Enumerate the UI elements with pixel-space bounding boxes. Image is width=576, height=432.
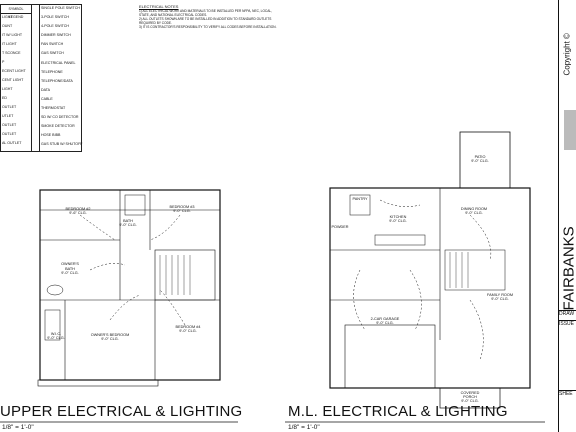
room-owners-bedroom: OWNER'S BEDROOM [91,333,129,337]
room-powder: POWDER [331,225,348,229]
room-owners-bath-2: BATH [65,267,75,271]
title-block-shade [564,110,576,150]
copyright-area: Copyright © [560,8,574,78]
electrical-notes: ELECTRICAL NOTES 1) ALL ELECTRICAL WORK … [139,4,277,29]
main-scale: 1/8" = 1'-0" [288,424,320,431]
title-block: Copyright © FAIRBANKS DRAW ISSUE SHEE [558,0,576,432]
legend-left-item: T SCONCE [2,51,21,55]
copyright-text: Copyright © [562,33,572,76]
legend-right-item: SD W/ CO DETECTOR [41,115,79,120]
room-owners-bath-dim: 9'-0" CLG. [61,271,78,275]
legend-right-item: 3-POLE SWITCH [41,15,69,20]
legend-left-item: UTLET [2,114,14,118]
legend-left-item: OUNT [2,24,13,28]
room-family: FAMILY ROOM [487,293,513,297]
legend-divider [31,5,32,151]
legend-left-item: IT LIGHT [2,42,17,46]
legend-left-item: LIGHT [2,87,13,91]
notes-title: ELECTRICAL NOTES [139,4,179,9]
room-porch: COVERED [461,391,480,395]
room-wic-dim: 9'-0" CLG. [47,336,64,340]
upper-caption: UPPER ELECTRICAL & LIGHTING [0,403,243,420]
legend-left-item: P [2,60,5,64]
drawn-label: DRAW [559,310,576,317]
legend-right-item: 4-POLE SWITCH [41,24,69,29]
legend-left-item: OUTLET [2,132,17,136]
legend-right-item: DIMMER SWITCH [41,33,71,38]
main-caption: M.L. ELECTRICAL & LIGHTING [288,403,508,420]
legend-left-item: OUTLET [2,105,17,109]
legend-right-item: GAS STUB W/ SHUTOFF [41,142,83,147]
legend-left-item: ED [2,96,7,100]
room-bedroom-4: BEDROOM #4 [176,325,201,329]
room-kitchen-dim: 9'-0" CLG. [389,219,406,223]
room-bedroom-3-dim: 9'-0" CLG. [173,209,190,213]
room-bath: BATH [123,219,133,223]
legend-right-item: SMOKE DETECTOR [41,124,75,129]
legend-right-item: FAN SWITCH [41,42,64,47]
legend-right-item: HOSE BIBB [41,133,61,138]
room-porch-2: PORCH [463,395,477,399]
room-garage: 2-CAR GARAGE [371,317,400,321]
legend-right-item: TELEPHONE/DATA [41,78,73,83]
note-line: REQUIRED BY CODE. [139,21,172,25]
room-bath-dim: 9'-0" CLG. [119,223,136,227]
legend-right-item: THERMOSTAT [41,106,66,111]
legend-left-item: IT W/ LIGHT [2,33,23,37]
legend-right-item: SINGLE POLE SWITCH [41,6,80,10]
legend-left-item: AL OUTLET [2,141,22,145]
upper-scale: 1/8" = 1'-0" [2,424,34,431]
room-bedroom-3: BEDROOM #3 [170,205,195,209]
room-owners-bath: OWNER'S [61,262,79,266]
room-pantry: PANTRY [352,197,368,201]
room-owners-bedroom-dim: 9'-0" CLG. [101,337,118,341]
legend-right-item: TELEPHONE [41,69,63,74]
legend-left-item: ECENT LIGHT [2,69,26,73]
room-patio-dim: 9'-0" CLG. [471,159,488,163]
legend-left-item: LIGHT [2,15,13,19]
floor-plans: BEDROOM #2 9'-6" CLG. BEDROOM #3 9'-0" C… [0,131,545,423]
sheet-label: SHEE [559,390,576,397]
legend-left-column: LIGHT OUNT IT W/ LIGHT IT LIGHT T SCONCE P ECE… [2,15,26,150]
legend-right-item: DATA [41,87,51,92]
issue-label: ISSUE [559,320,576,327]
room-dining-dim: 9'-0" CLG. [465,211,482,215]
room-kitchen: KITCHEN [390,215,407,219]
room-patio: PATIO [475,155,486,159]
note-line: 2) ALL OUTLETS SHOWN ARE TO BE INSTALLED… [139,17,272,21]
room-bedroom-2: BEDROOM #2 [66,207,91,211]
note-line: STATE, AND NATIONAL ELECTRICAL CODES. [139,13,208,17]
note-line: 1) ALL ELECTRICAL WORK AND MATERIALS TO … [139,9,273,13]
room-wic: W.I.C. [51,332,61,336]
room-porch-dim: 9'-0" CLG. [461,399,478,403]
room-garage-dim: 9'-0" CLG. [376,321,393,325]
project-name: FAIRBANKS [560,226,576,311]
room-family-dim: 9'-0" CLG. [491,297,508,301]
main-outer-wall [329,187,531,389]
legend-right-item: GAS SWITCH [41,51,64,56]
legend-right-item: CABLE [41,96,53,101]
room-bedroom-2-dim: 9'-6" CLG. [69,211,86,215]
room-dining: DINING ROOM [461,207,487,211]
legend-left-item: OUTLET [2,123,17,127]
room-bedroom-4-dim: 9'-0" CLG. [179,329,196,333]
legend-right-column: SINGLE POLE SWITCH 3-POLE SWITCH 4-POLE SW… [41,6,82,152]
legend-right-item: ELECTRICAL PANEL [41,60,76,65]
legend-left-item: CENT LIGHT [2,78,24,82]
legend-divider [39,5,40,151]
notes-lines: 1) ALL ELECTRICAL WORK AND MATERIALS TO … [139,9,277,29]
note-line: 3) IT IS CONTRACTOR'S RESPONSIBILITY TO … [139,25,277,29]
